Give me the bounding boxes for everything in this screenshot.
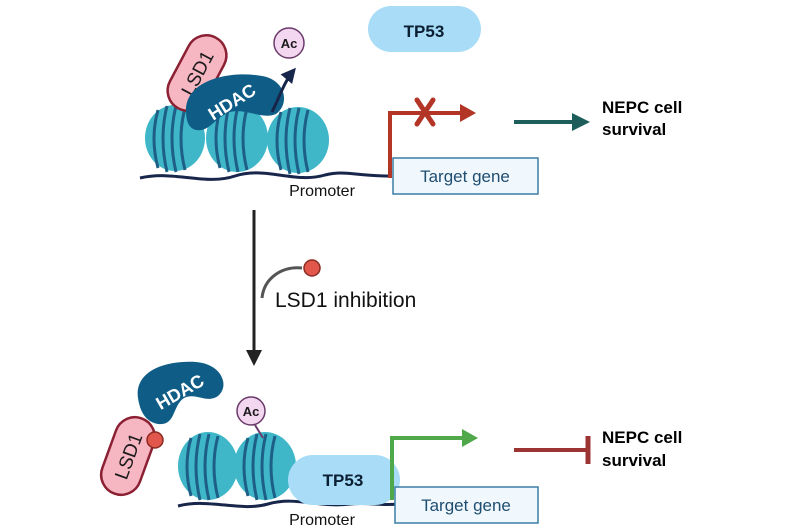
bound-inhibitor-dot-icon	[146, 431, 164, 449]
ac-label-top: Ac	[281, 36, 298, 51]
lsd1-protein-bottom: LSD1	[99, 415, 157, 497]
ac-tether	[254, 424, 264, 439]
target-gene-label-top: Target gene	[420, 167, 510, 186]
tp53-free-protein: TP53	[368, 6, 481, 52]
nucleosome-top-3	[267, 107, 329, 175]
inhibition-bar-bottom	[514, 436, 591, 464]
ac-release-arrow	[270, 67, 296, 113]
promoter-label-bottom: Promoter	[289, 512, 355, 529]
outcome-label-top-line2: survival	[602, 120, 666, 139]
inhibitor-dot-icon	[303, 259, 321, 277]
ac-group-top: Ac	[273, 27, 305, 59]
nucleosome-bottom-2	[234, 432, 296, 501]
inhibition-step: LSD1 inhibition	[246, 210, 416, 366]
tp53-label-bottom: TP53	[323, 471, 364, 490]
target-gene-label-bottom: Target gene	[421, 496, 511, 515]
nucleosome-bottom-1	[178, 432, 238, 501]
ac-group-bottom: Ac	[236, 396, 266, 426]
top-panel: TP53 LSD1 HDAC Ac	[139, 6, 682, 200]
outcome-label-bottom-line1: NEPC cell	[602, 428, 682, 447]
bottom-panel: HDAC LSD1 Ac TP53	[99, 361, 682, 529]
dna-strand-top	[139, 171, 391, 181]
target-gene-box-bottom: Target gene	[394, 486, 539, 524]
down-arrow-head	[246, 350, 262, 366]
inhibition-label: LSD1 inhibition	[275, 289, 416, 312]
outcome-label-top-line1: NEPC cell	[602, 98, 682, 117]
tp53-label: TP53	[404, 22, 445, 41]
promoter-label-top: Promoter	[289, 183, 355, 200]
repressed-transcription-arrow	[388, 104, 476, 178]
hdac-protein-bottom: HDAC	[137, 361, 224, 425]
survival-arrow-top	[514, 113, 590, 131]
tp53-bound-protein: TP53	[288, 455, 400, 505]
target-gene-box-top: Target gene	[392, 157, 539, 195]
block-x-icon	[414, 97, 436, 127]
inhibitor-curve	[260, 266, 303, 299]
ac-label-bottom: Ac	[243, 404, 260, 419]
active-transcription-arrow	[390, 429, 478, 500]
nucleosome-top-2	[206, 104, 268, 173]
outcome-label-bottom-line2: survival	[602, 451, 666, 470]
